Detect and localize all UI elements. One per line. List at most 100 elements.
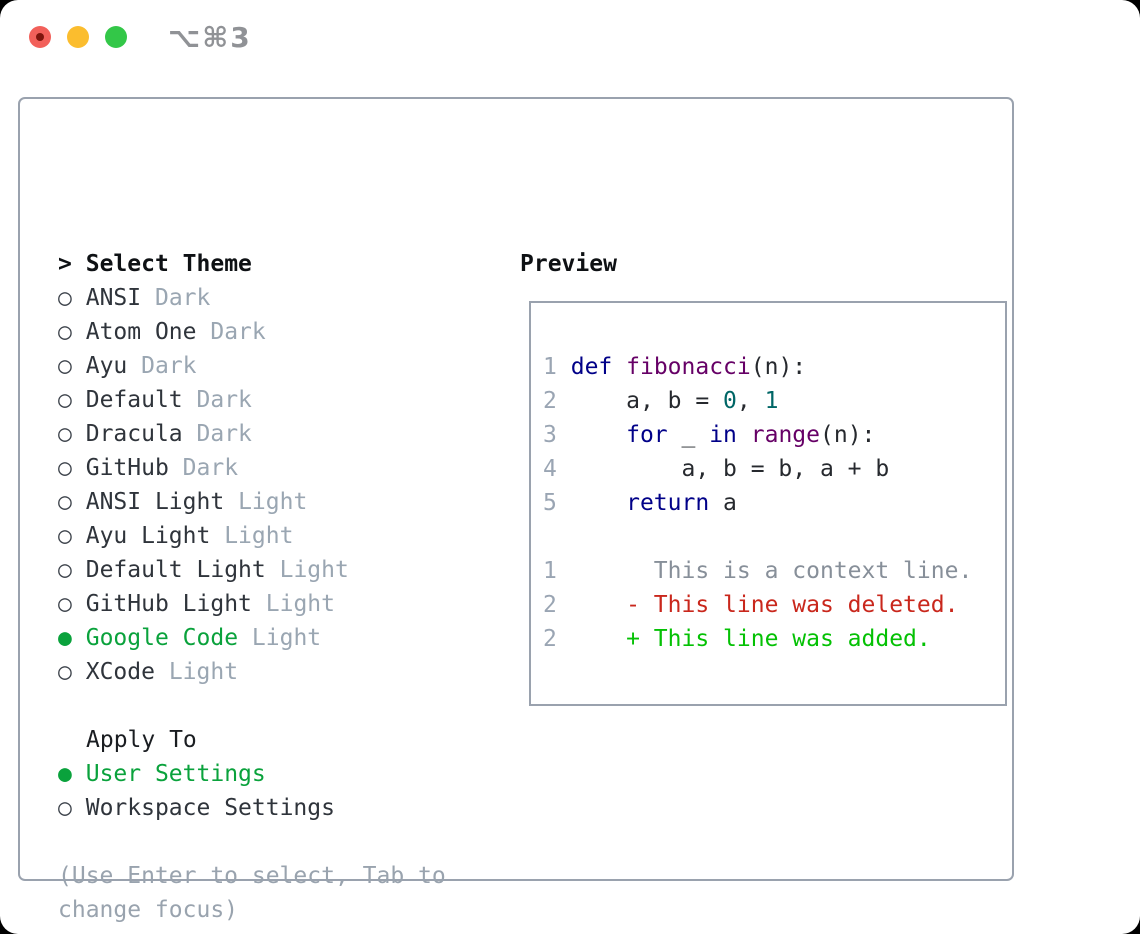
diff-text: This is a context line. bbox=[626, 558, 973, 584]
theme-option[interactable]: ○ GitHub Light Light bbox=[58, 587, 446, 621]
apply-option-label: Workspace Settings bbox=[85, 795, 335, 821]
theme-selector-panel: > Select Theme ○ ANSI Dark○ Atom One Dar… bbox=[18, 97, 1014, 923]
line-number: 4 bbox=[543, 456, 557, 482]
radio-icon: ○ bbox=[58, 285, 72, 311]
line-number: 1 bbox=[543, 354, 557, 380]
theme-name: ANSI Light bbox=[85, 489, 225, 515]
code-token bbox=[571, 490, 626, 516]
theme-name: XCode bbox=[85, 659, 155, 685]
theme-tag: Light bbox=[168, 659, 239, 685]
radio-icon: ○ bbox=[58, 387, 72, 413]
code-token: (n): bbox=[750, 354, 807, 380]
theme-tag: Dark bbox=[154, 285, 211, 311]
theme-option[interactable]: ○ Dracula Dark bbox=[58, 417, 446, 451]
line-number: 5 bbox=[543, 490, 557, 516]
code-token: fibonacci bbox=[626, 354, 751, 380]
select-theme-header: > Select Theme bbox=[58, 247, 446, 281]
diff-line: 2 + This line was added. bbox=[543, 622, 972, 656]
theme-name: GitHub Light bbox=[85, 591, 252, 617]
theme-name: Default Light bbox=[85, 557, 266, 583]
theme-tag: Dark bbox=[196, 387, 252, 413]
radio-icon: ○ bbox=[58, 353, 72, 379]
theme-option[interactable]: ○ Default Dark bbox=[58, 383, 446, 417]
spacer bbox=[543, 520, 972, 554]
code-line: 5 return a bbox=[543, 486, 972, 520]
code-token: a, b = bbox=[570, 388, 724, 414]
radio-icon: ○ bbox=[58, 319, 72, 345]
radio-icon: ○ bbox=[58, 659, 72, 685]
code-token bbox=[612, 354, 626, 380]
theme-tag: Dark bbox=[141, 353, 197, 379]
theme-tag: Dark bbox=[196, 421, 252, 447]
radio-icon: ○ bbox=[58, 557, 72, 583]
theme-list: ○ ANSI Dark○ Atom One Dark○ Ayu Dark○ De… bbox=[58, 281, 446, 689]
spacer bbox=[58, 689, 446, 723]
diff-line: 1 This is a context line. bbox=[543, 554, 972, 588]
code-token: a, b = b, a + b bbox=[570, 456, 890, 482]
theme-name: ANSI bbox=[85, 285, 142, 311]
code-token bbox=[737, 422, 751, 448]
code-line: 4 a, b = b, a + b bbox=[543, 452, 972, 486]
code-token: (n): bbox=[820, 422, 876, 448]
radio-icon: ○ bbox=[58, 421, 72, 447]
theme-option[interactable]: ● Google Code Light bbox=[58, 621, 446, 655]
code-token: 1 bbox=[764, 388, 779, 414]
minimize-button[interactable] bbox=[67, 26, 89, 48]
theme-column: > Select Theme ○ ANSI Dark○ Atom One Dar… bbox=[58, 247, 446, 927]
theme-name: Default bbox=[85, 387, 183, 413]
radio-selected-icon: ● bbox=[58, 761, 72, 787]
theme-option[interactable]: ○ Ayu Dark bbox=[58, 349, 446, 383]
apply-option[interactable]: ○ Workspace Settings bbox=[58, 791, 446, 825]
line-number: 2 bbox=[543, 388, 557, 414]
line-number: 2 bbox=[543, 626, 557, 652]
radio-icon: ○ bbox=[58, 591, 72, 617]
apply-option-label: User Settings bbox=[85, 761, 266, 787]
radio-selected-icon: ● bbox=[58, 625, 72, 651]
radio-icon: ○ bbox=[58, 795, 72, 821]
radio-icon: ○ bbox=[58, 523, 72, 549]
zoom-button[interactable] bbox=[105, 26, 127, 48]
spacer bbox=[58, 825, 446, 859]
theme-option[interactable]: ○ XCode Light bbox=[58, 655, 446, 689]
close-dot-icon bbox=[36, 33, 44, 41]
code-token: , bbox=[736, 388, 765, 414]
theme-option[interactable]: ○ ANSI Light Light bbox=[58, 485, 446, 519]
diff-text: + This line was added. bbox=[626, 626, 931, 652]
hint-text-line2: change focus) bbox=[58, 897, 239, 923]
theme-tag: Light bbox=[265, 591, 335, 617]
theme-option[interactable]: ○ ANSI Dark bbox=[58, 281, 446, 315]
code-token: _ bbox=[667, 422, 710, 448]
code-line: 3 for _ in range(n): bbox=[543, 418, 972, 452]
theme-tag: Light bbox=[238, 489, 308, 515]
theme-option[interactable]: ○ Atom One Dark bbox=[58, 315, 446, 349]
theme-option[interactable]: ○ Default Light Light bbox=[58, 553, 446, 587]
code-token: a bbox=[709, 490, 737, 516]
code-token: range bbox=[750, 422, 821, 448]
line-number: 3 bbox=[543, 422, 557, 448]
radio-icon: ○ bbox=[58, 455, 72, 481]
diff-line: 2 - This line was deleted. bbox=[543, 588, 972, 622]
theme-name: Dracula bbox=[85, 421, 183, 447]
theme-name: Ayu bbox=[85, 353, 128, 379]
close-button[interactable] bbox=[29, 26, 51, 48]
diff-text: - This line was deleted. bbox=[626, 592, 959, 618]
theme-option[interactable]: ○ GitHub Dark bbox=[58, 451, 446, 485]
code-token: def bbox=[570, 354, 613, 380]
code-token: return bbox=[626, 490, 710, 516]
theme-name: Google Code bbox=[85, 625, 239, 651]
code-line: 2 a, b = 0, 1 bbox=[543, 384, 972, 418]
code-line: 1 def fibonacci(n): bbox=[543, 350, 972, 384]
apply-option[interactable]: ● User Settings bbox=[58, 757, 446, 791]
code-token: in bbox=[709, 422, 737, 448]
theme-name: GitHub bbox=[85, 455, 169, 481]
theme-tag: Dark bbox=[210, 319, 266, 345]
line-number: 1 bbox=[543, 558, 557, 584]
line-number: 2 bbox=[543, 592, 557, 618]
theme-name: Atom One bbox=[85, 319, 197, 345]
hint-text-line1: (Use Enter to select, Tab to bbox=[58, 863, 446, 889]
theme-tag: Light bbox=[251, 625, 322, 651]
theme-option[interactable]: ○ Ayu Light Light bbox=[58, 519, 446, 553]
